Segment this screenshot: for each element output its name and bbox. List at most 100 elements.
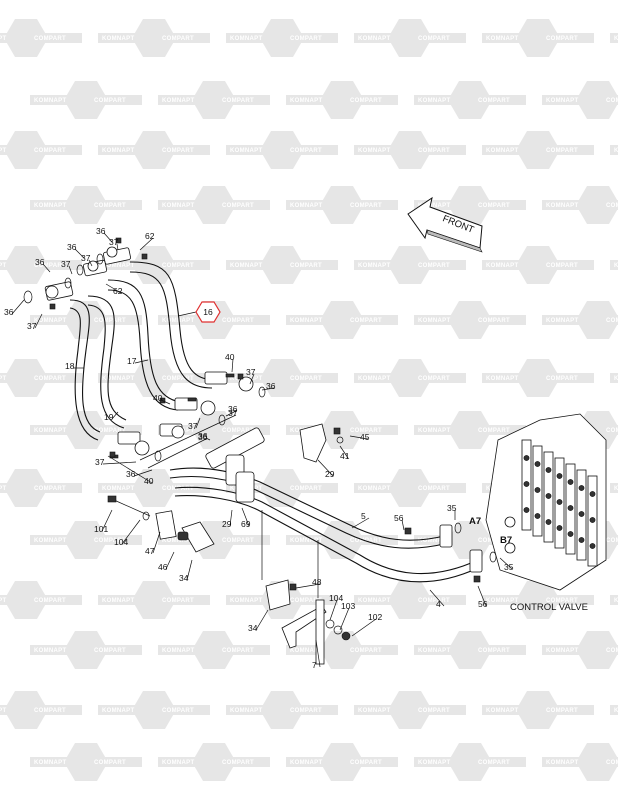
svg-text:KOMNAPT: KOMNAPT [230, 708, 262, 714]
svg-text:COMPART: COMPART [162, 486, 194, 492]
callout-label: 40 [153, 393, 163, 403]
svg-text:COMPART: COMPART [162, 263, 194, 269]
svg-text:COMPART: COMPART [222, 98, 254, 104]
svg-text:KOMNAPT: KOMNAPT [614, 36, 618, 42]
callout-label: 7 [312, 660, 317, 670]
watermark-logo: KOMNAPT COMPART [158, 186, 270, 224]
svg-text:COMPART: COMPART [290, 486, 322, 492]
svg-text:COMPART: COMPART [418, 36, 450, 42]
svg-text:COMPART: COMPART [94, 318, 126, 324]
svg-text:KOMNAPT: KOMNAPT [162, 538, 194, 544]
svg-text:COMPART: COMPART [606, 98, 618, 104]
svg-text:KOMNAPT: KOMNAPT [102, 36, 134, 42]
callout-label: 37 [109, 237, 119, 247]
svg-text:COMPART: COMPART [418, 376, 450, 382]
svg-text:COMPART: COMPART [290, 598, 322, 604]
svg-text:COMPART: COMPART [222, 203, 254, 209]
svg-text:COMPART: COMPART [290, 376, 322, 382]
callout-label: 104 [114, 537, 128, 547]
svg-text:KOMNAPT: KOMNAPT [290, 203, 322, 209]
svg-text:COMPART: COMPART [222, 318, 254, 324]
callout-label: 19 [104, 412, 114, 422]
svg-text:COMPART: COMPART [162, 598, 194, 604]
svg-text:COMPART: COMPART [606, 538, 618, 544]
svg-text:KOMNAPT: KOMNAPT [418, 648, 450, 654]
svg-text:KOMNAPT: KOMNAPT [614, 148, 618, 154]
svg-text:KOMNAPT: KOMNAPT [546, 648, 578, 654]
callout-label: 18 [65, 361, 75, 371]
svg-text:KOMNAPT: KOMNAPT [418, 203, 450, 209]
callout-label: 37 [246, 367, 256, 377]
svg-text:KOMNAPT: KOMNAPT [34, 538, 66, 544]
svg-text:COMPART: COMPART [222, 428, 254, 434]
svg-text:KOMNAPT: KOMNAPT [0, 36, 6, 42]
callout-label: 103 [341, 601, 355, 611]
callout-label: 102 [368, 612, 382, 622]
svg-text:COMPART: COMPART [350, 98, 382, 104]
svg-text:KOMNAPT: KOMNAPT [358, 263, 390, 269]
svg-text:COMPART: COMPART [606, 648, 618, 654]
svg-text:KOMNAPT: KOMNAPT [614, 598, 618, 604]
callout-label: 41 [340, 451, 350, 461]
callout-label: 35 [447, 503, 457, 513]
svg-text:KOMNAPT: KOMNAPT [358, 148, 390, 154]
callout-label: 37 [228, 408, 238, 418]
watermark-logo: KOMNAPT COMPART [414, 81, 526, 119]
svg-text:KOMNAPT: KOMNAPT [358, 486, 390, 492]
svg-text:COMPART: COMPART [478, 98, 510, 104]
svg-text:COMPART: COMPART [478, 648, 510, 654]
svg-text:COMPART: COMPART [94, 760, 126, 766]
svg-text:COMPART: COMPART [478, 203, 510, 209]
svg-text:KOMNAPT: KOMNAPT [418, 98, 450, 104]
svg-text:COMPART: COMPART [94, 648, 126, 654]
callout-label: 36 [4, 307, 14, 317]
svg-text:KOMNAPT: KOMNAPT [0, 148, 6, 154]
front-arrow: FRONT [407, 196, 483, 253]
callout-label: 36 [266, 381, 276, 391]
svg-text:KOMNAPT: KOMNAPT [162, 318, 194, 324]
watermark-logo: KOMNAPT COMPART [542, 631, 618, 669]
callout-label: 36 [198, 432, 208, 442]
svg-text:KOMNAPT: KOMNAPT [546, 318, 578, 324]
svg-text:KOMNAPT: KOMNAPT [486, 708, 518, 714]
svg-text:KOMNAPT: KOMNAPT [486, 263, 518, 269]
svg-text:KOMNAPT: KOMNAPT [34, 318, 66, 324]
svg-text:KOMNAPT: KOMNAPT [102, 148, 134, 154]
svg-text:KOMNAPT: KOMNAPT [162, 203, 194, 209]
svg-text:COMPART: COMPART [34, 486, 66, 492]
svg-text:KOMNAPT: KOMNAPT [34, 428, 66, 434]
svg-text:COMPART: COMPART [546, 598, 578, 604]
svg-text:COMPART: COMPART [94, 538, 126, 544]
svg-text:COMPART: COMPART [162, 36, 194, 42]
tube-assembly [155, 423, 497, 665]
svg-text:KOMNAPT: KOMNAPT [34, 760, 66, 766]
callout-label: 4 [436, 599, 441, 609]
callout-label: 34 [248, 623, 258, 633]
svg-text:KOMNAPT: KOMNAPT [418, 760, 450, 766]
callout-label: 56 [394, 513, 404, 523]
svg-text:KOMNAPT: KOMNAPT [34, 203, 66, 209]
